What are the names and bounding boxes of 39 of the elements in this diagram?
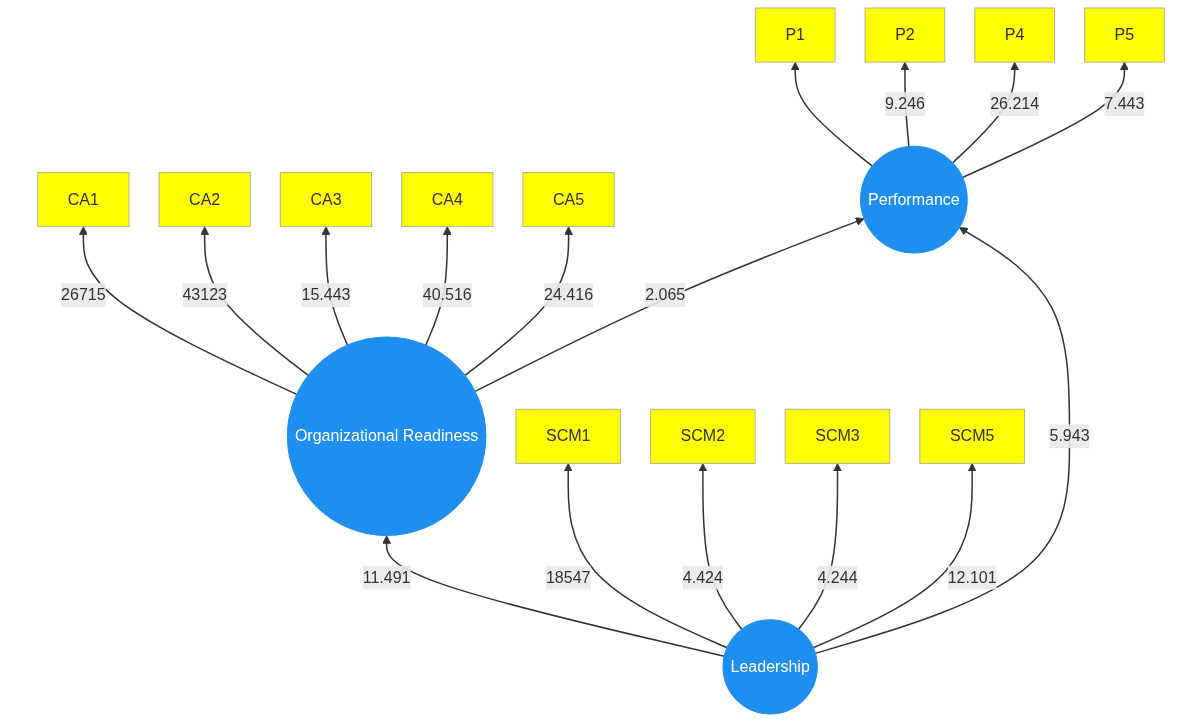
node-box: SCM2: [650, 408, 756, 464]
arrow: [79, 226, 298, 396]
arrow: [563, 462, 728, 649]
node-box: SCM1: [515, 408, 621, 464]
edge-label: 24.416: [544, 286, 594, 304]
node-box: SCM3: [784, 408, 891, 464]
node-box: CA2: [158, 172, 251, 228]
arrow: [382, 535, 725, 657]
arrow: [814, 227, 1071, 655]
node-box: CA3: [279, 172, 373, 228]
node-circle: Leadership: [722, 619, 818, 715]
edge-label: 5.943: [1049, 427, 1090, 445]
edge-label: 40.516: [422, 286, 472, 304]
edge-label: 26.214: [990, 95, 1040, 113]
node-box: SCM5: [919, 408, 1025, 464]
arrow: [961, 61, 1129, 179]
edge-label: 26715: [61, 286, 106, 304]
node-box: P1: [754, 7, 836, 63]
node-circle: Performance: [860, 145, 968, 254]
arrow: [812, 462, 977, 649]
node-circle: Organizational Readiness: [286, 336, 487, 537]
node-box: P2: [864, 7, 946, 63]
node-box: CA4: [401, 172, 494, 228]
edge-label: 15.443: [301, 286, 351, 304]
node-box: P5: [1084, 7, 1165, 63]
edge-label: 12.101: [947, 568, 997, 586]
edge-label: 11.491: [362, 568, 411, 586]
node-box: P4: [974, 7, 1055, 63]
arrow: [474, 217, 865, 393]
edge-label: 43123: [182, 286, 227, 304]
arrow: [790, 61, 874, 167]
node-box: CA5: [522, 172, 615, 228]
edge-label: 4.424: [682, 568, 723, 586]
node-box: CA1: [37, 172, 130, 228]
edge-label: 7.443: [1104, 95, 1145, 113]
edge-label: 18547: [545, 568, 591, 586]
edge-label: 4.244: [817, 568, 858, 586]
edge-label: 2.065: [645, 286, 686, 304]
edge-label: 9.246: [884, 95, 925, 113]
